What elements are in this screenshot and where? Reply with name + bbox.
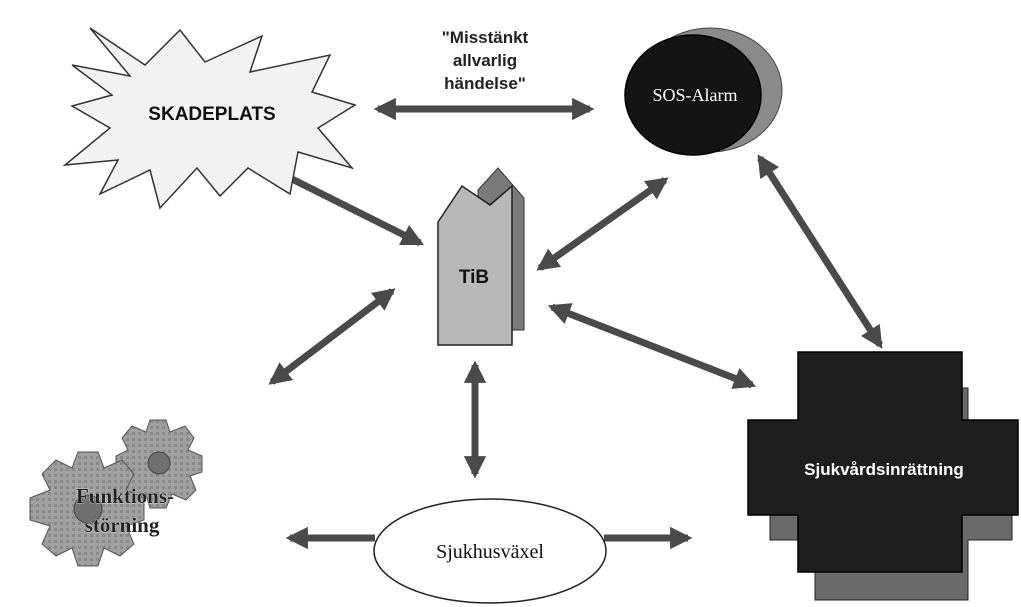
funktionsstorning-label-line1: Funktions- [76, 484, 174, 508]
sos-alarm-label: SOS-Alarm [653, 85, 738, 105]
funktionsstorning-label-line2: störning [85, 513, 160, 537]
arrow-tib-sosalarm [536, 177, 669, 271]
arrow-sosalarm-sjukvard [757, 154, 883, 349]
edge-label: "Misstänkt allvarlig händelse" [442, 28, 529, 93]
arrows [265, 97, 883, 550]
arrow-skadeplats-tib [265, 164, 425, 247]
edge-label-line2: allvarlig [453, 51, 517, 70]
arrow-tib-funktionsstorning [268, 288, 396, 385]
tib-node: TiB [437, 167, 525, 346]
sjukvardsinrattning-label: Sjukvårdsinrättning [804, 460, 964, 479]
funktionsstorning-node: Funktions- störning [29, 419, 203, 567]
skadeplats-starburst [62, 27, 357, 210]
gear-front-hub [73, 494, 103, 524]
sjukvardsinrattning-node: Sjukvårdsinrättning [747, 351, 1019, 601]
sjukhusvaxel-ellipse [373, 498, 607, 604]
skadeplats-label: SKADEPLATS [148, 104, 275, 125]
sjukhusvaxel-node: Sjukhusväxel [373, 498, 607, 604]
edge-label-line3: händelse" [444, 74, 526, 93]
arrow-tib-sjukvard [547, 303, 757, 389]
tib-label: TiB [459, 267, 489, 288]
gear-back-hub [147, 451, 171, 475]
skadeplats-node: SKADEPLATS [62, 27, 357, 210]
sos-alarm-node: SOS-Alarm [624, 27, 783, 156]
sjukvardsinrattning-cross [747, 351, 1019, 573]
tib-shape [437, 184, 513, 346]
sjukhusvaxel-label: Sjukhusväxel [436, 541, 544, 563]
edge-label-line1: "Misstänkt [442, 28, 529, 47]
sos-alarm-disc [624, 34, 762, 156]
gear-icon [29, 419, 203, 567]
